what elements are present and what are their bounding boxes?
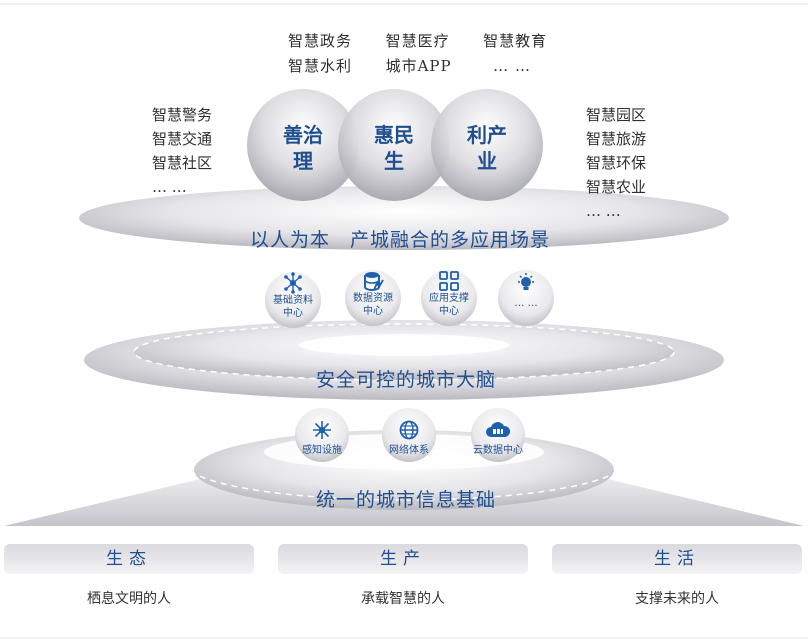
brain-icon-label: … …: [514, 298, 538, 309]
base-icon-cloud: 云数据中心: [468, 420, 528, 457]
bottom-card-ecology: 生态 栖息文明的人: [4, 544, 254, 608]
circle-label-line: 善治: [283, 123, 323, 147]
app-label: 智慧环保: [586, 154, 647, 172]
app-label: 智慧警务: [152, 106, 213, 124]
brain-icon-label: 中心: [439, 306, 459, 317]
app-label: … …: [493, 57, 531, 75]
brain-icon-label: 基础资料: [273, 295, 313, 306]
card-subtitle: 支撑未来的人: [635, 591, 719, 607]
app-label: 智慧园区: [586, 106, 647, 124]
card-title: 生态: [106, 549, 152, 569]
base-layer-title: 统一的城市信息基础: [316, 489, 497, 511]
app-label: 智慧教育: [483, 32, 548, 50]
circle-label-line: 业: [477, 149, 497, 173]
top-app-row-2: 智慧水利 城市APP … …: [288, 55, 531, 76]
brain-icon-label: 应用支撑: [429, 293, 469, 304]
brain-icon-data-resource: 数据资源 中心: [345, 270, 401, 318]
left-app-list: 智慧警务 智慧交通 智慧社区 … …: [152, 103, 212, 199]
app-label: 智慧社区: [152, 154, 213, 172]
app-label: 城市APP: [385, 57, 452, 75]
cloud-icon: [486, 422, 511, 437]
base-icon-label: 云数据中心: [473, 445, 523, 456]
globe-icon: [399, 420, 419, 440]
circle-industry: 利产 业: [447, 122, 527, 174]
brain-icon-label: 数据资源: [353, 293, 393, 304]
bottom-card-life: 生活 支撑未来的人: [552, 544, 802, 608]
brain-icon-label: 中心: [283, 308, 303, 319]
circle-label-line: 利产: [467, 123, 507, 147]
card-subtitle: 承载智慧的人: [361, 591, 445, 607]
card-title: 生活: [654, 549, 700, 569]
brain-icon-app-support: 应用支撑 中心: [421, 270, 477, 318]
base-icon-label: 感知设施: [302, 445, 342, 456]
card-subtitle: 栖息文明的人: [87, 591, 171, 607]
app-label: 智慧医疗: [385, 32, 450, 50]
bottom-card-production: 生产 承载智慧的人: [278, 544, 528, 608]
base-icon-network: 网络体系: [379, 420, 439, 457]
brain-layer-title: 安全可控的城市大脑: [316, 369, 497, 391]
brain-icon-more: … …: [498, 272, 554, 310]
lightbulb-icon: [518, 273, 534, 290]
card-title: 生产: [380, 549, 426, 569]
base-icon-sensing: 感知设施: [292, 420, 352, 457]
right-app-list: 智慧园区 智慧旅游 智慧环保 智慧农业 … …: [586, 103, 646, 223]
database-icon: [364, 272, 384, 291]
sensor-icon: [313, 421, 331, 439]
circle-livelihood: 惠民 生: [354, 122, 434, 174]
scenario-layer-title: 以人为本 产城融合的多应用场景: [250, 229, 551, 251]
circle-label-line: 惠民: [374, 123, 414, 147]
app-label: … …: [152, 178, 187, 196]
circle-label-line: 生: [384, 149, 404, 173]
brain-icon-basic-data: 基础资料 中心: [265, 272, 321, 320]
app-label: 智慧旅游: [586, 130, 647, 148]
app-label: … …: [586, 202, 621, 220]
app-label: 智慧农业: [586, 178, 647, 196]
base-icon-label: 网络体系: [389, 445, 429, 456]
circle-governance: 善治 理: [263, 122, 343, 174]
app-label: 智慧政务: [288, 32, 353, 50]
network-nodes-icon: [284, 272, 302, 294]
app-label: 智慧水利: [288, 57, 353, 75]
app-grid-icon: [439, 271, 459, 291]
top-app-row-1: 智慧政务 智慧医疗 智慧教育: [288, 30, 547, 51]
brain-icon-label: 中心: [363, 306, 383, 317]
circle-label-line: 理: [293, 149, 313, 173]
app-label: 智慧交通: [152, 130, 213, 148]
